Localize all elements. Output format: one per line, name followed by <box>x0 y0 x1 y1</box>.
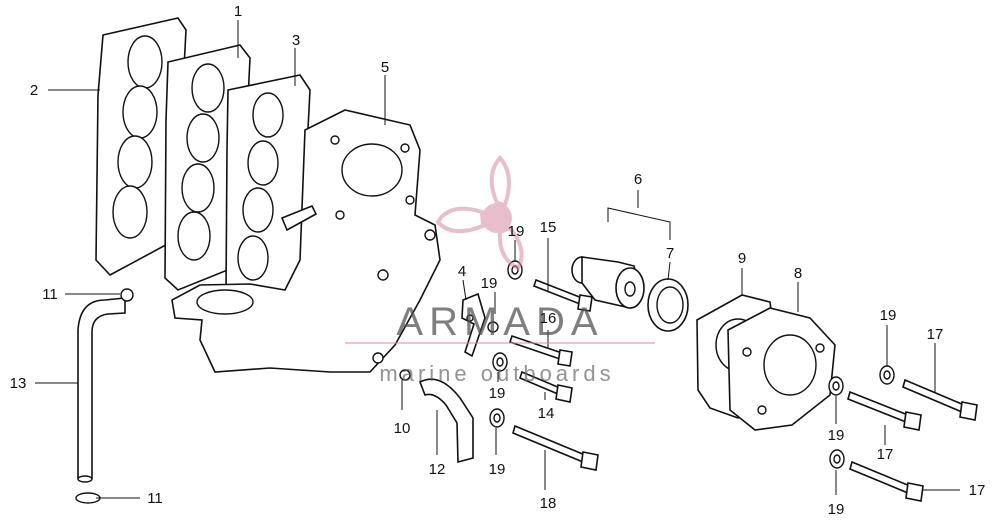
washer-part-19 <box>828 376 844 396</box>
callout-19: 19 <box>828 427 845 444</box>
callout-13: 13 <box>10 375 27 392</box>
callout-15: 15 <box>540 219 557 236</box>
callout-16: 16 <box>540 310 557 327</box>
washer-part-19 <box>492 352 508 372</box>
callout-17-lower: 17 <box>969 482 986 499</box>
washer-part-19 <box>489 408 505 428</box>
callout-19: 19 <box>489 385 506 402</box>
washer-part-19 <box>879 365 895 385</box>
callout-19: 19 <box>828 501 845 518</box>
callout-6: 6 <box>634 171 642 188</box>
hose-part-13 <box>77 297 126 483</box>
callout-5: 5 <box>381 59 389 76</box>
bolt-part-17-middle <box>847 390 922 431</box>
bracket-part-4 <box>461 292 499 358</box>
bolt-part-17-lower <box>849 460 924 502</box>
housing-part-5 <box>171 109 441 373</box>
callout-12: 12 <box>429 461 446 478</box>
callout-7: 7 <box>666 245 674 262</box>
callout-10: 10 <box>394 420 411 437</box>
bolt-part-18 <box>512 424 599 471</box>
bolt-part-14 <box>519 370 573 403</box>
callout-19: 19 <box>508 223 525 240</box>
callout-2: 2 <box>30 82 38 99</box>
bolt-part-15 <box>533 278 593 312</box>
bolt-part-16 <box>508 334 573 367</box>
callout-19: 19 <box>489 461 506 478</box>
hose-part-12 <box>418 378 474 464</box>
leader-lines <box>35 20 960 499</box>
callout-3: 3 <box>292 32 300 49</box>
thermostat-part-6 <box>571 256 645 309</box>
callout-1: 1 <box>234 3 242 20</box>
watermark: ARMADA marine outboards <box>345 154 655 386</box>
callout-14: 14 <box>538 405 555 422</box>
watermark-tagline: marine outboards <box>379 361 614 386</box>
callout-17-upper: 17 <box>927 326 944 343</box>
washer-part-19 <box>829 449 845 469</box>
gasket-part-2 <box>95 17 187 276</box>
bolt-part-17-upper <box>902 378 978 421</box>
callout-8: 8 <box>794 265 802 282</box>
cover-part-8 <box>727 307 836 431</box>
watermark-brand: ARMADA <box>396 300 603 344</box>
callout-19: 19 <box>481 275 498 292</box>
gasket-part-3 <box>225 74 311 306</box>
callout-11-lower: 11 <box>147 490 163 507</box>
callout-19: 19 <box>880 307 897 324</box>
callout-4: 4 <box>458 263 466 280</box>
callout-17-middle: 17 <box>877 446 894 463</box>
hose-clamp-upper <box>120 288 134 302</box>
seal-ring-part-7 <box>647 278 689 332</box>
propeller-logo <box>435 154 524 271</box>
clip-part-10 <box>399 369 411 381</box>
callout-18: 18 <box>540 495 557 512</box>
callout-9: 9 <box>738 250 746 267</box>
callout-11-upper: 11 <box>42 286 58 303</box>
callout-labels: 1 2 3 5 4 6 7 9 8 10 11 11 12 13 14 15 1… <box>10 3 986 518</box>
